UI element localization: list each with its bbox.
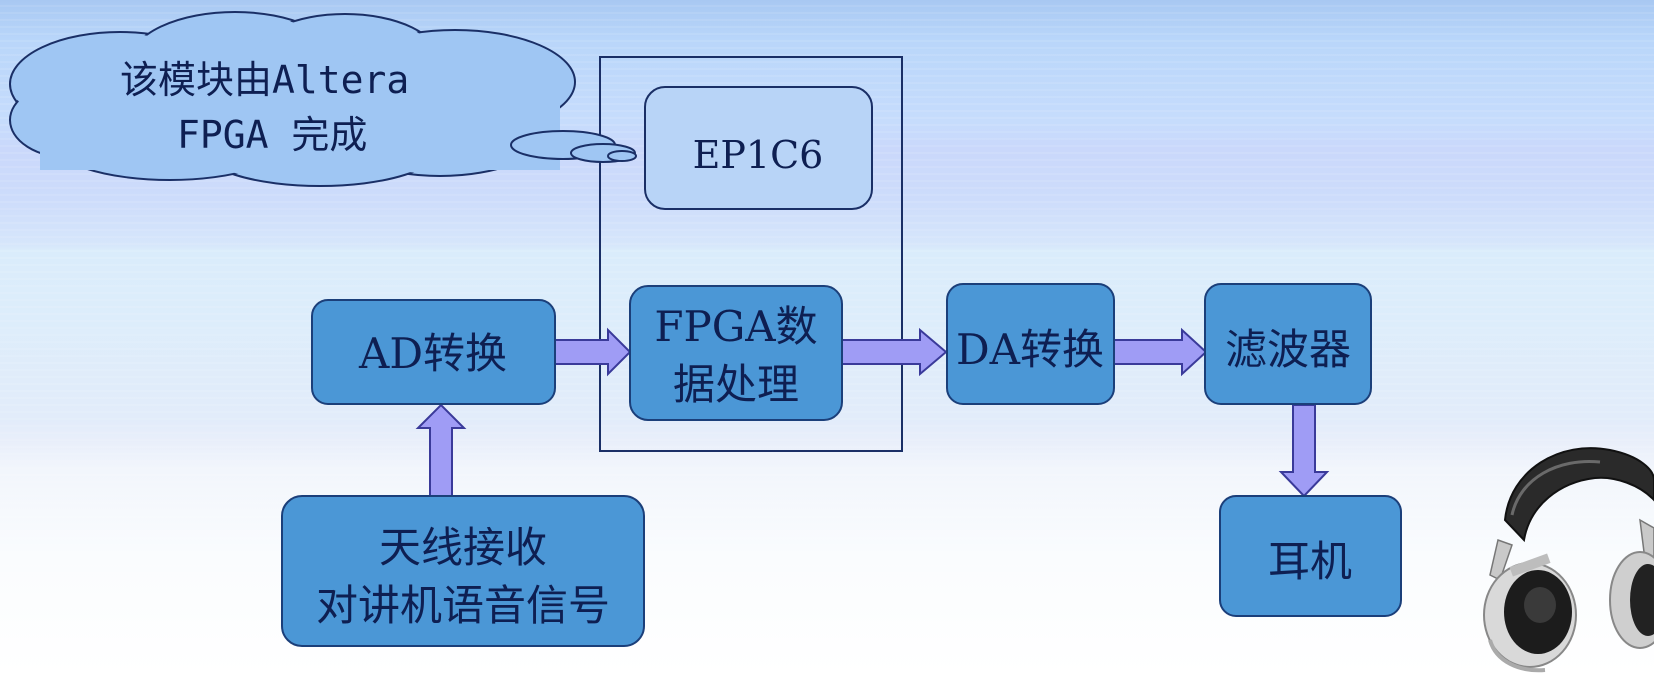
earphone-box bbox=[1219, 495, 1402, 617]
fpga-processing-box bbox=[629, 285, 843, 421]
earphone-label: 耳机 bbox=[1268, 537, 1352, 586]
cloud-text-line1: 该模块由Altera bbox=[120, 58, 409, 102]
antenna-label-line2: 对讲机语音信号 bbox=[316, 581, 610, 630]
ep1c6-box bbox=[644, 86, 873, 210]
fpga-label-line2: 据处理 bbox=[673, 360, 799, 409]
antenna-label-line1: 天线接收 bbox=[379, 523, 547, 572]
ep1c6-label: EP1C6 bbox=[693, 133, 824, 177]
arrow-filter-to-earphone bbox=[1278, 404, 1330, 498]
arrows bbox=[415, 327, 1330, 498]
arrow-antenna-to-ad bbox=[415, 403, 467, 497]
fpga-label-line1: FPGA数 bbox=[654, 302, 817, 351]
filter-label: 滤波器 bbox=[1225, 325, 1351, 374]
cloud-bubble-small bbox=[607, 150, 637, 162]
cloud-text-line2: FPGA 完成 bbox=[177, 113, 367, 157]
fpga-module-frame bbox=[599, 56, 903, 452]
ad-label: AD转换 bbox=[358, 329, 507, 378]
cloud-callout: 该模块由Altera FPGA 完成 bbox=[9, 11, 637, 187]
headphones-icon bbox=[1483, 447, 1654, 673]
da-label: DA转换 bbox=[956, 325, 1104, 374]
da-box bbox=[946, 283, 1115, 405]
arrow-da-to-filter bbox=[1113, 327, 1208, 377]
filter-box bbox=[1204, 283, 1372, 405]
arrow-fpga-to-da bbox=[841, 327, 948, 377]
arrow-ad-to-fpga bbox=[554, 327, 632, 377]
ad-box bbox=[311, 299, 556, 405]
antenna-box bbox=[281, 495, 645, 647]
